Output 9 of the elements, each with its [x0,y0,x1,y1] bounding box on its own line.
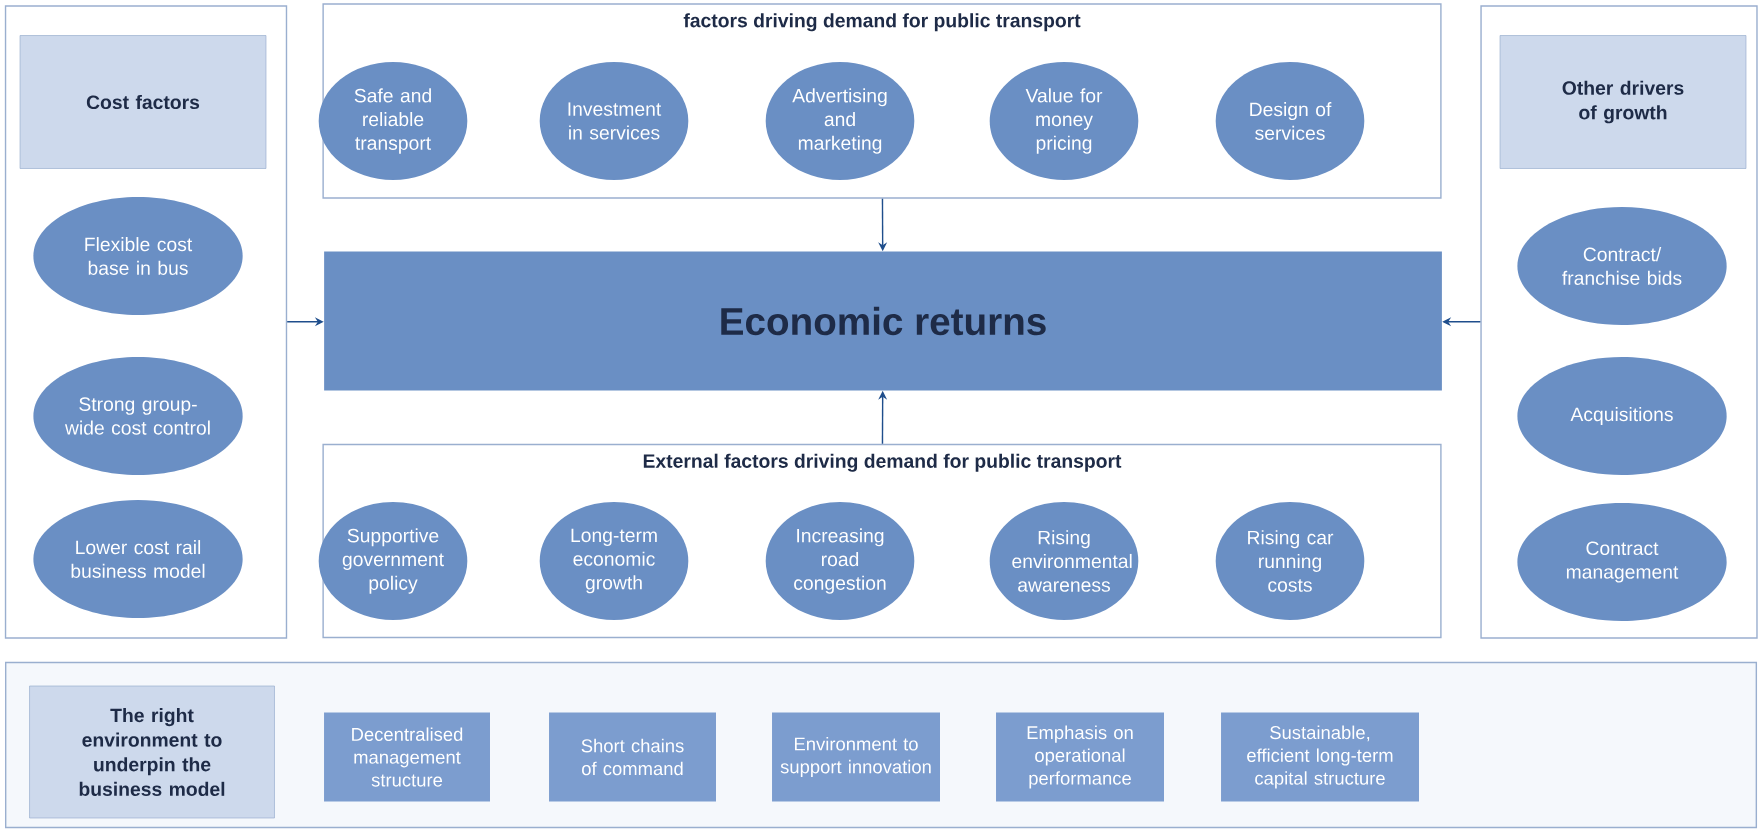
principle-box: Decentralised management structure [324,712,490,802]
result-box: Economic returns [324,251,1442,391]
heading-box: Cost factors [19,35,267,169]
principle-box: Sustainable, efficient long-term capital structure [1221,712,1419,802]
principle-box: Emphasis on operational performance [996,712,1164,802]
heading-box: Other drivers of growth [1499,35,1747,169]
principle-box: Short chains of command [549,712,716,802]
principle-box: Environment to support innovation [772,712,940,802]
heading-box: The right environment to underpin the business model [29,685,275,819]
